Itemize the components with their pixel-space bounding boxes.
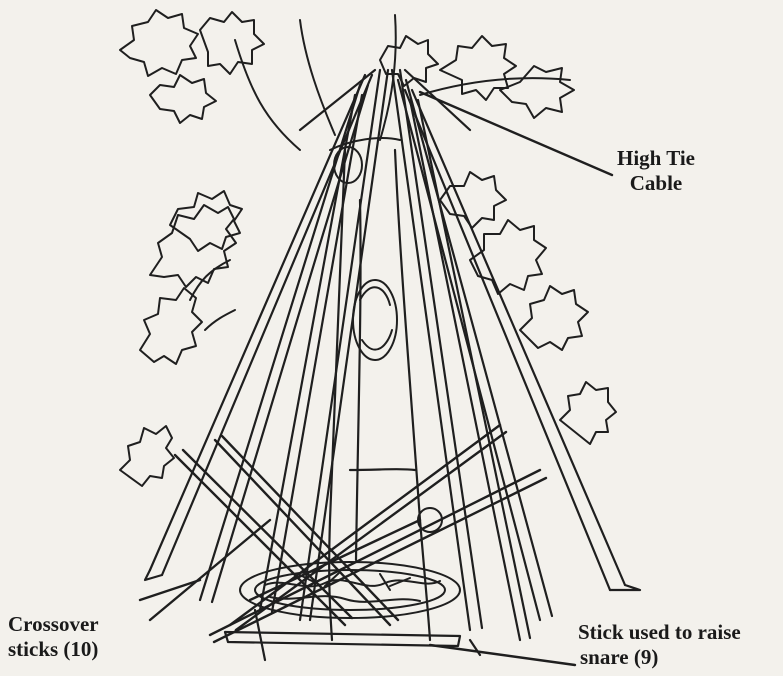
label-raise-stick: Stick used to raise snare (9) <box>578 620 741 670</box>
foliage-left <box>120 191 242 486</box>
leader-crossover <box>150 520 270 620</box>
label-crossover-line2: sticks (10) <box>8 637 99 662</box>
label-crossover-sticks: Crossover sticks (10) <box>8 612 99 662</box>
leader-raise-stick <box>430 645 575 665</box>
label-crossover-line1: Crossover <box>8 612 99 637</box>
snare-nest <box>240 508 460 618</box>
label-high-tie-cable: High Tie Cable <box>617 146 695 196</box>
label-raise-stick-line1: Stick used to raise <box>578 620 741 645</box>
label-high-tie-line1: High Tie <box>617 146 695 171</box>
label-high-tie-line2: Cable <box>617 171 695 196</box>
leader-high-tie <box>420 92 612 175</box>
label-raise-stick-line2: snare (9) <box>578 645 741 670</box>
foliage-right <box>440 172 616 444</box>
